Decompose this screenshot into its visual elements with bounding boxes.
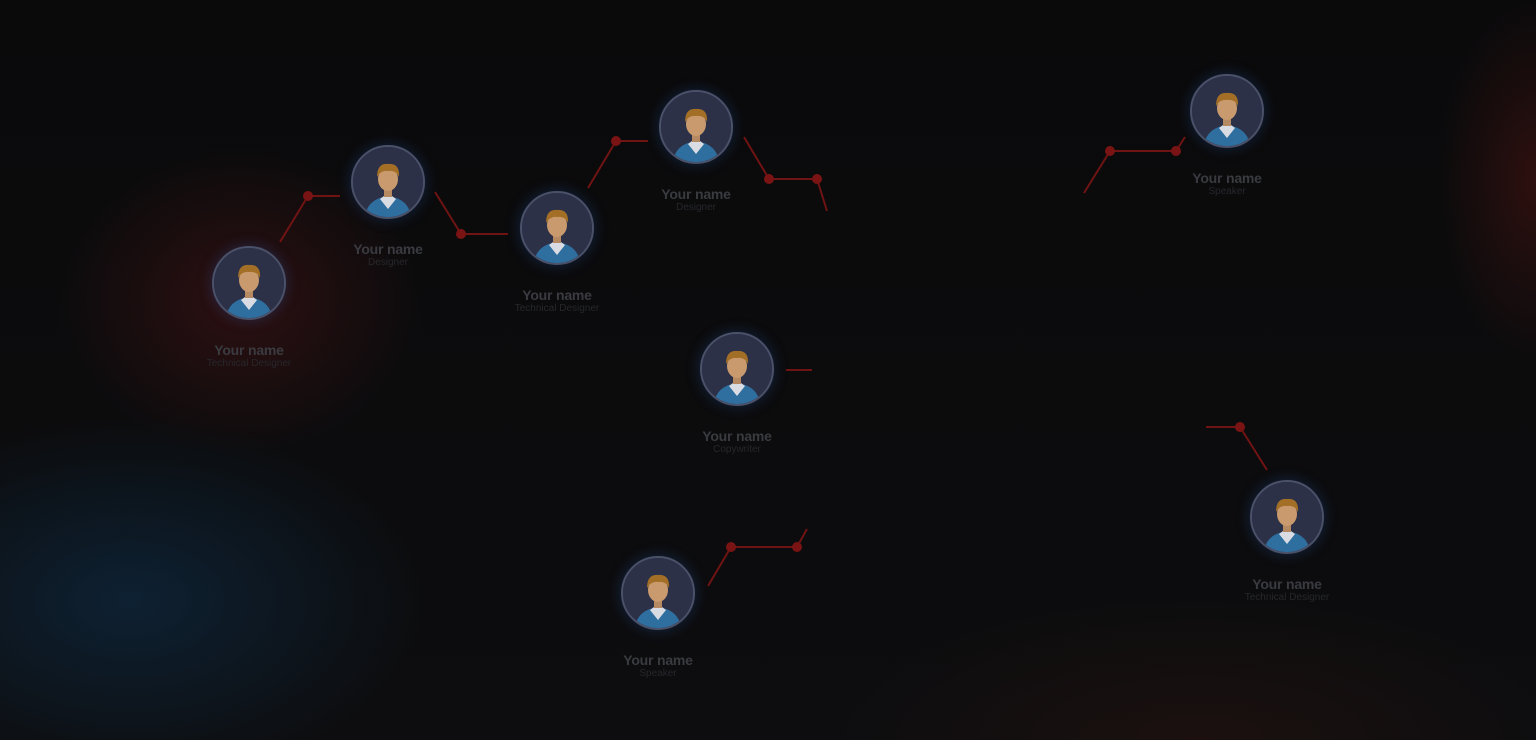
person-avatar-icon — [1250, 480, 1324, 554]
connector-line — [1083, 136, 1186, 194]
team-member-card[interactable]: Your name Technical Designer — [477, 191, 637, 315]
person-avatar-icon — [351, 145, 425, 219]
member-role: Designer — [675, 202, 717, 213]
team-member-card[interactable]: Your name Technical Designer — [169, 246, 329, 370]
member-role: Technical Designer — [1244, 592, 1330, 603]
team-member-card[interactable]: Your name Copywriter — [657, 332, 817, 456]
connector-dot — [456, 229, 466, 239]
connector-dot — [303, 191, 313, 201]
member-name: Your name — [623, 652, 693, 668]
member-role: Speaker — [639, 668, 677, 679]
member-role: Speaker — [1208, 186, 1246, 197]
team-member-card[interactable]: Your name Speaker — [578, 556, 738, 680]
connector-dot — [812, 174, 822, 184]
team-member-card[interactable]: Your name Designer — [308, 145, 468, 269]
member-name: Your name — [702, 428, 772, 444]
person-avatar-icon — [520, 191, 594, 265]
member-role: Copywriter — [713, 444, 761, 455]
member-name: Your name — [522, 287, 592, 303]
connector-dot — [1105, 146, 1115, 156]
team-member-card[interactable]: Your name Technical Designer — [1207, 480, 1367, 604]
person-avatar-icon — [1190, 74, 1264, 148]
member-role: Designer — [367, 257, 409, 268]
connector-dot — [792, 542, 802, 552]
team-member-card[interactable]: Your name Speaker — [1147, 74, 1307, 198]
member-role: Technical Designer — [206, 358, 292, 369]
connector-dot — [1235, 422, 1245, 432]
member-name: Your name — [214, 342, 284, 358]
person-avatar-icon — [621, 556, 695, 630]
person-avatar-icon — [700, 332, 774, 406]
member-name: Your name — [1192, 170, 1262, 186]
connector-dot — [764, 174, 774, 184]
connector-dot — [611, 136, 621, 146]
team-member-card[interactable]: Your name Designer — [616, 90, 776, 214]
member-role: Technical Designer — [514, 303, 600, 314]
person-avatar-icon — [659, 90, 733, 164]
person-avatar-icon — [212, 246, 286, 320]
connector-line — [743, 136, 828, 212]
member-name: Your name — [353, 241, 423, 257]
connector-line — [1206, 426, 1268, 471]
connector-line — [707, 528, 808, 587]
member-name: Your name — [1252, 576, 1322, 592]
connector-dot — [1171, 146, 1181, 156]
member-name: Your name — [661, 186, 731, 202]
connector-dot — [726, 542, 736, 552]
